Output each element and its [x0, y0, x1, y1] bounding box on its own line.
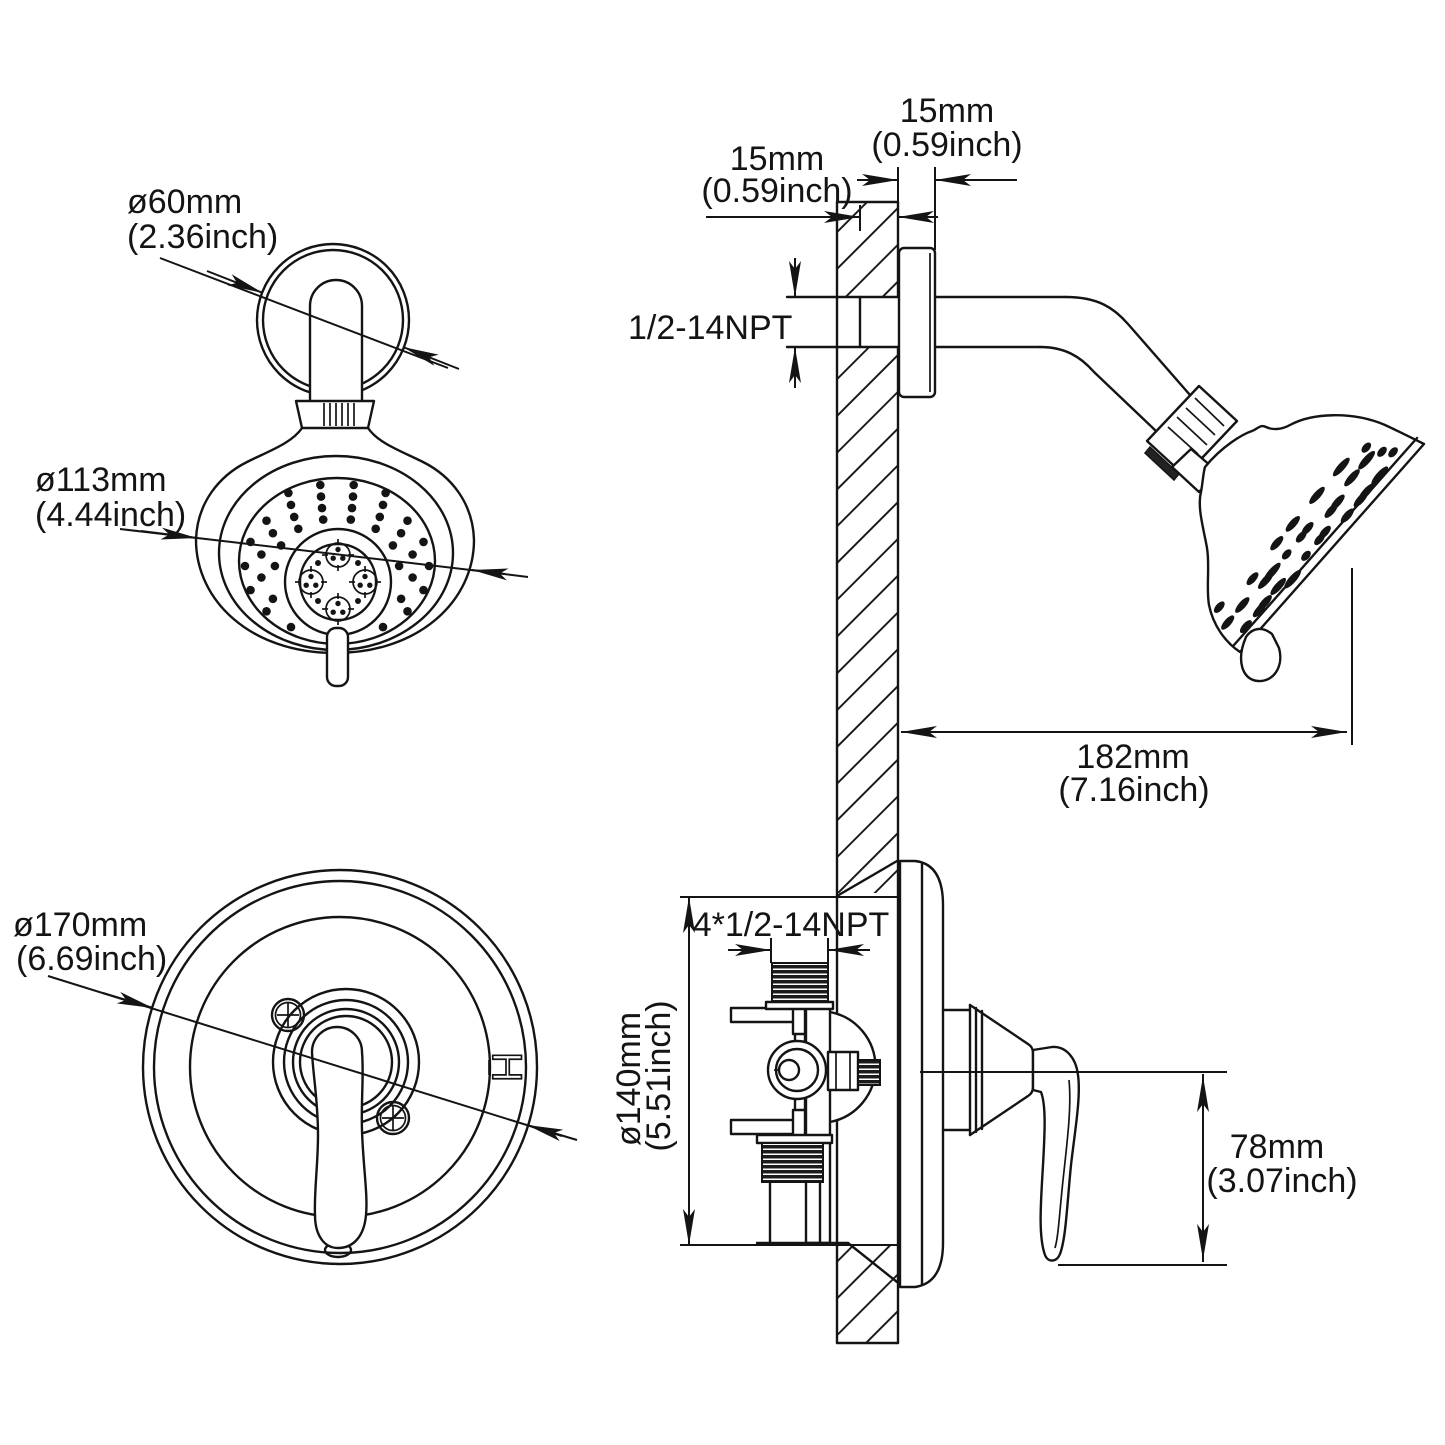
wall-hatch-bottom: [838, 1245, 898, 1343]
screw-bottom-right: [375, 1100, 411, 1136]
arm-flange-side: [897, 246, 937, 399]
lever-accent-line: [1054, 1079, 1071, 1249]
dim-trim-plate-diameter: [47, 975, 578, 1142]
head-dia-label-in: (4.44inch): [35, 496, 186, 534]
reach-label-in: (7.16inch): [1058, 771, 1209, 809]
rough-in-dia-label-in: (5.51inch): [640, 1000, 678, 1151]
valve-lever-front: [310, 1025, 368, 1250]
valve-body: [804, 1005, 832, 1245]
showerhead-side-view: 15mm (0.59inch) 15mm (0.59inch) 1/2-14NP…: [628, 92, 1426, 1345]
dim-head-escutcheon-diameter: [159, 257, 460, 370]
valve-lever-side: [1031, 1045, 1081, 1262]
trim-plate-rim: [152, 879, 528, 1255]
dim-wall-depth: [706, 205, 938, 231]
showerhead-front-view: ø60mm (2.36inch) ø113mm (4.44inch): [35, 183, 529, 688]
wall-section: [835, 200, 900, 1345]
head-bottom-lobe: [1239, 627, 1282, 683]
shower-arm-front: [308, 278, 364, 404]
escutcheon-dia-label-in: (2.36inch): [127, 218, 278, 256]
stem-thread: [857, 1059, 881, 1086]
head-nut-thread: [1143, 445, 1181, 482]
plate-dia-label-in: (6.69inch): [16, 940, 167, 978]
bottom-port-flange: [755, 1133, 834, 1145]
valve-trim-front-view: H ø170mm (6.69inch): [13, 868, 578, 1266]
flange-depth-label-in: (0.59inch): [871, 126, 1022, 164]
escutcheon-dia-label: ø60mm: [127, 183, 242, 221]
arm-nut-knurl: [323, 403, 355, 426]
bottom-port-thread: [761, 1142, 824, 1183]
screw-top-left: [270, 997, 306, 1033]
hot-marker-letter: H: [484, 1052, 531, 1082]
dim-handle-length: [920, 1071, 1227, 1266]
valve-body-bottom: [755, 1180, 850, 1245]
plate-dia-label: ø170mm: [13, 906, 147, 944]
dim-flange-depth: [857, 167, 1017, 250]
dim-head-diameter: [119, 527, 529, 581]
head-dia-label: ø113mm: [35, 461, 167, 499]
handle-length-label-in: (3.07inch): [1206, 1162, 1357, 1200]
dim-ports-thread: [728, 938, 870, 963]
hub-nozzles: [295, 539, 381, 625]
dim-reach: [901, 568, 1353, 745]
arm-thread-label: 1/2-14NPT: [628, 309, 792, 347]
head-face-spray-texture: [1213, 442, 1398, 634]
cartridge-nut: [826, 1050, 860, 1092]
wall-depth-label-in: (0.59inch): [701, 172, 852, 210]
hot-marker: H: [483, 1051, 532, 1083]
dim-rough-in-diameter: [680, 896, 898, 1246]
top-port-thread: [771, 962, 829, 1003]
ports-thread-label: 4*1/2-14NPT: [693, 906, 890, 944]
rough-in-dia-label: ø140mm: [610, 1012, 648, 1146]
reach-label: 182mm: [1076, 738, 1189, 776]
flange-depth-label: 15mm: [900, 92, 994, 130]
wall-hatch-mid: [838, 347, 898, 893]
top-port-flange: [764, 1000, 835, 1011]
trim-plate-outer: [141, 868, 539, 1266]
wall-depth-label: 15mm: [730, 140, 824, 178]
arm-nut-front: [294, 399, 376, 430]
head-mode-lever-front: [325, 626, 350, 688]
handle-cap-side: [941, 1003, 1035, 1137]
head-bell-side: [1198, 414, 1426, 654]
handle-length-label: 78mm: [1230, 1128, 1324, 1166]
head-face-rim-side: [1232, 436, 1419, 647]
valve-side-view: 4*1/2-14NPT ø140mm (5.51inch) 78mm (3.07…: [610, 859, 1358, 1289]
